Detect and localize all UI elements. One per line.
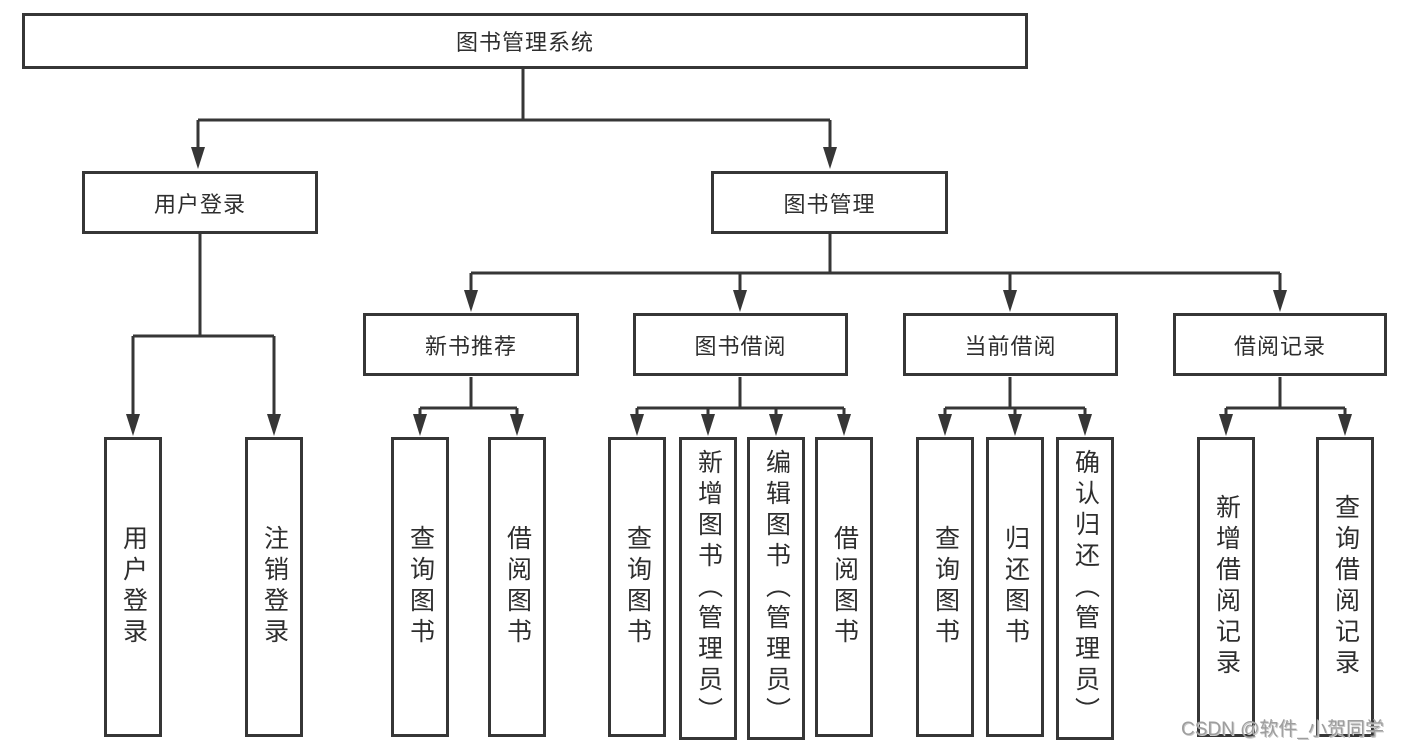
leaf-confirm-return-admin: 确认归还（管理员） <box>1056 437 1114 740</box>
leaf-borrow-books: 借阅图书 <box>815 437 873 737</box>
node-current-borrowing: 当前借阅 <box>903 313 1118 376</box>
node-root-system: 图书管理系统 <box>22 13 1028 69</box>
leaf-query-books-borrow: 查询图书 <box>608 437 666 737</box>
leaf-query-books-current: 查询图书 <box>916 437 974 737</box>
leaf-add-borrow-record: 新增借阅记录 <box>1197 437 1255 737</box>
leaf-user-login: 用户登录 <box>104 437 162 737</box>
leaf-edit-books-admin: 编辑图书（管理员） <box>747 437 805 740</box>
leaf-query-borrow-record: 查询借阅记录 <box>1316 437 1374 737</box>
node-borrowing-records: 借阅记录 <box>1173 313 1387 376</box>
node-new-book-recommendation: 新书推荐 <box>363 313 579 376</box>
node-book-management: 图书管理 <box>711 171 948 234</box>
leaf-return-books: 归还图书 <box>986 437 1044 737</box>
leaf-add-books-admin: 新增图书（管理员） <box>679 437 737 740</box>
node-book-borrowing: 图书借阅 <box>633 313 848 376</box>
csdn-watermark: CSDN @软件_小贺同学 <box>1181 719 1384 740</box>
leaf-query-books-recommend: 查询图书 <box>391 437 449 737</box>
leaf-borrow-books-recommend: 借阅图书 <box>488 437 546 737</box>
node-user-login: 用户登录 <box>82 171 318 234</box>
leaf-logout: 注销登录 <box>245 437 303 737</box>
